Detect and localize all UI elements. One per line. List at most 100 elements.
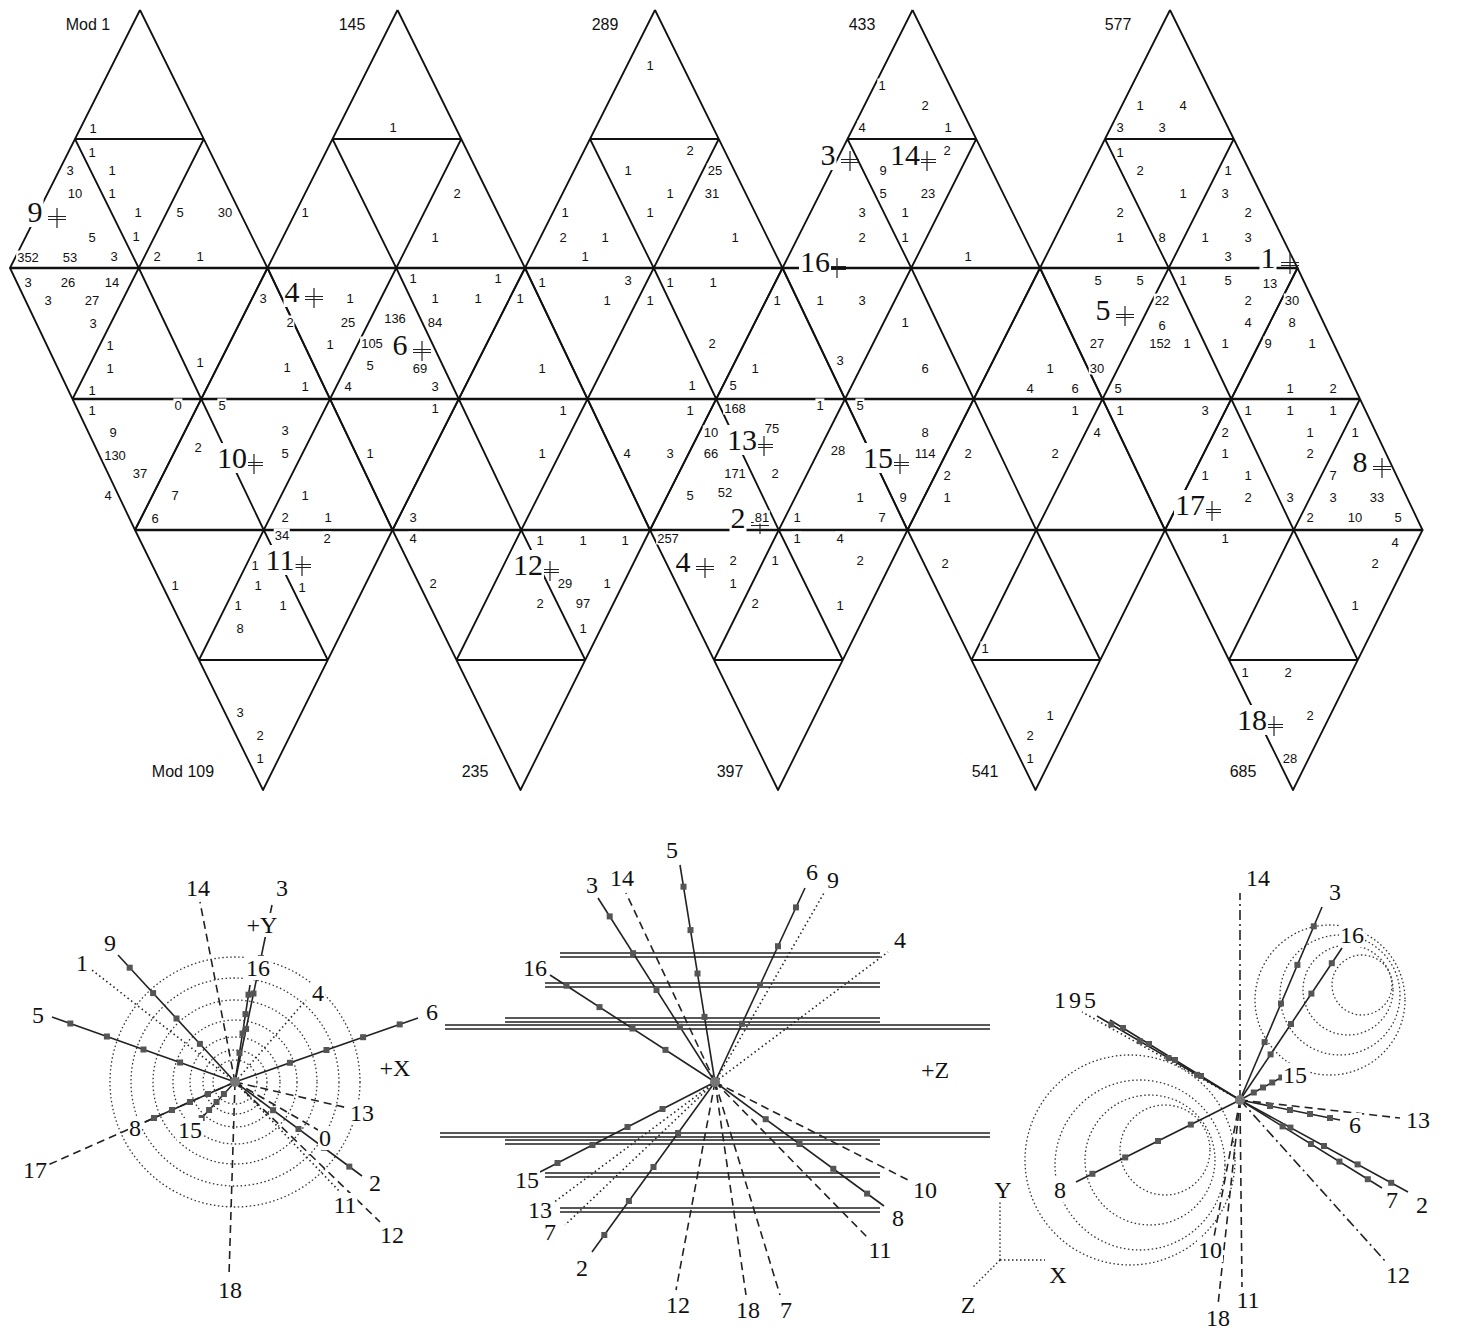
hit-mark xyxy=(177,1060,183,1066)
count-number: 3 xyxy=(430,380,439,393)
count-number: 1 xyxy=(255,752,264,765)
track-line xyxy=(676,1082,715,1290)
hit-mark xyxy=(1365,1176,1371,1182)
count-number: 9 xyxy=(898,491,907,504)
count-number: 2 xyxy=(255,729,264,742)
count-number: 6 xyxy=(1157,319,1166,332)
cluster-number: 4 xyxy=(284,277,301,307)
count-number: 1 xyxy=(750,362,759,375)
count-number: 66 xyxy=(703,447,719,460)
count-number: 152 xyxy=(1148,337,1172,350)
count-number: 1 xyxy=(685,404,694,417)
count-number: 5 xyxy=(878,187,887,200)
hit-mark xyxy=(630,950,636,956)
count-number: 28 xyxy=(1282,752,1298,765)
count-number: 5 xyxy=(1223,274,1232,287)
count-number: 105 xyxy=(360,337,384,350)
module-label: 685 xyxy=(1229,764,1258,780)
dotted-circle xyxy=(173,1020,297,1144)
count-number: 8 xyxy=(235,622,244,635)
hit-mark xyxy=(830,1166,836,1172)
count-number: 1 xyxy=(815,294,824,307)
track-line xyxy=(715,1082,908,1180)
count-number: 3 xyxy=(1157,121,1166,134)
module-label: 397 xyxy=(716,764,745,780)
count-number: 26 xyxy=(60,276,76,289)
count-number: 2 xyxy=(1305,511,1314,524)
hit-mark xyxy=(702,1014,708,1020)
count-number: 8 xyxy=(1287,316,1296,329)
track-number: 18 xyxy=(735,1298,761,1322)
count-number: 5 xyxy=(217,399,226,412)
count-number: 1 xyxy=(900,316,909,329)
count-number: 1 xyxy=(645,206,654,219)
cluster-number: 17 xyxy=(1174,490,1206,520)
track-line xyxy=(235,1018,418,1082)
track-number: 18 xyxy=(1205,1306,1231,1330)
count-number: 1 xyxy=(645,294,654,307)
track-line xyxy=(715,1082,780,1295)
track-line xyxy=(1240,1100,1408,1192)
count-number: 97 xyxy=(575,597,591,610)
count-number: 1 xyxy=(1220,447,1229,460)
count-number: 1 xyxy=(855,491,864,504)
track-number: 6 xyxy=(425,1000,439,1024)
rz-view xyxy=(440,865,990,1295)
track-number: 18 xyxy=(217,1278,243,1302)
detector-layer xyxy=(505,1140,880,1144)
count-number: 31 xyxy=(704,187,720,200)
count-number: 81 xyxy=(754,511,770,524)
track-number: 11 xyxy=(867,1238,892,1262)
count-number: 3 xyxy=(258,292,267,305)
count-number: 1 xyxy=(535,534,544,547)
hit-mark xyxy=(660,1106,666,1112)
count-number: 23 xyxy=(920,187,936,200)
count-number: 1 xyxy=(1200,469,1209,482)
hit-mark xyxy=(237,1050,243,1056)
count-number: 22 xyxy=(1154,294,1170,307)
hit-mark xyxy=(1260,1085,1266,1091)
hit-mark xyxy=(663,1047,669,1053)
hit-mark xyxy=(1355,1161,1361,1167)
count-number: 3 xyxy=(1200,404,1209,417)
perspective-view xyxy=(972,893,1408,1305)
count-number: 1 xyxy=(1115,404,1124,417)
count-number: 1 xyxy=(300,206,309,219)
count-number: 1 xyxy=(1220,532,1229,545)
track-line xyxy=(1240,1100,1242,1287)
hit-mark xyxy=(757,982,763,988)
count-number: 1 xyxy=(815,399,824,412)
track-number: 4 xyxy=(311,981,325,1005)
hit-mark xyxy=(174,1016,180,1022)
count-number: 1 xyxy=(1025,752,1034,765)
dotted-circle xyxy=(1025,1055,1235,1265)
count-number: 1 xyxy=(560,206,569,219)
dotted-circle xyxy=(1280,935,1400,1055)
count-number: 1 xyxy=(297,581,306,594)
track-number: +Z xyxy=(920,1058,950,1082)
hit-mark xyxy=(793,904,799,910)
count-number: 1 xyxy=(1070,404,1079,417)
track-number: 8 xyxy=(891,1206,905,1230)
count-number: 2 xyxy=(942,144,951,157)
track-line xyxy=(198,1082,235,1122)
count-number: 84 xyxy=(427,316,443,329)
track-line xyxy=(1097,1016,1240,1100)
count-number: 7 xyxy=(877,511,886,524)
count-number: 1 xyxy=(1307,337,1316,350)
count-number: 1 xyxy=(1240,666,1249,679)
detector-layer xyxy=(560,953,880,957)
hit-mark xyxy=(1288,1021,1294,1027)
count-number: 5 xyxy=(855,399,864,412)
hit-mark xyxy=(1336,1159,1342,1165)
hit-mark xyxy=(763,1116,769,1122)
cluster-cross xyxy=(48,208,66,228)
count-number: 4 xyxy=(1092,426,1101,439)
count-number: 1 xyxy=(602,294,611,307)
hit-mark xyxy=(397,1021,403,1027)
cluster-number: 10 xyxy=(216,443,248,473)
count-number: 4 xyxy=(103,489,112,502)
detector-layer xyxy=(505,1018,880,1022)
count-number: 2 xyxy=(920,99,929,112)
hit-mark xyxy=(346,1164,352,1170)
